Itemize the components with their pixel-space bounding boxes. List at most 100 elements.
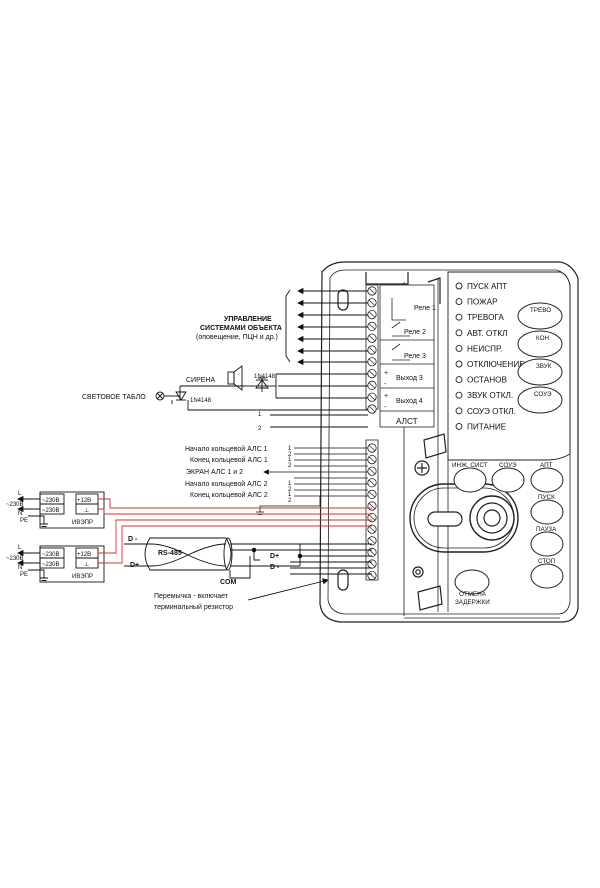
indicator-led <box>455 313 463 321</box>
side-buttons <box>517 302 563 414</box>
relay-1-label: Реле 1 <box>414 305 436 312</box>
als-label-1: Начало кольцевой АЛС 1 <box>185 445 268 453</box>
alst-label: АЛСТ <box>396 417 418 426</box>
terminal-block-lower <box>365 439 379 581</box>
button-stop[interactable] <box>530 563 564 589</box>
button-cancel-delay[interactable] <box>454 569 490 595</box>
svg-text:1: 1 <box>288 492 292 498</box>
rs485-d-plus-right: D+ <box>270 553 279 560</box>
svg-text:1: 1 <box>288 457 292 463</box>
als-label-5: Конец кольцевой АЛС 2 <box>190 491 268 499</box>
rs485-bus <box>124 537 372 601</box>
svg-text:1: 1 <box>288 481 292 487</box>
button-kon[interactable] <box>517 330 563 358</box>
als-label-4: Начало кольцевой АЛС 2 <box>185 480 268 488</box>
svg-text:1: 1 <box>288 446 292 452</box>
indicator-list: ПУСК АПТ ПОЖАР ТРЕВОГА АВТ. ОТКЛ НЕИСПР. ОТКЛ… <box>455 282 525 431</box>
btn-apt-label: АПТ <box>540 462 553 469</box>
psu-2-label-N: N <box>18 565 22 571</box>
psu-2-name: ИВЭПР <box>72 574 93 580</box>
button-pauza[interactable] <box>530 531 564 557</box>
wires-1-2 <box>270 414 368 428</box>
rs485-d-minus-left: D - <box>128 536 138 543</box>
indicator-label: ПИТАНИЕ <box>467 422 507 431</box>
output-3-minus: - <box>384 381 387 388</box>
indicator-led <box>455 391 463 399</box>
rs485-d-plus-left: D+ <box>130 562 139 569</box>
btn-pusk-label: ПУСК <box>538 494 555 501</box>
side-btn-label-1: ТРЕВО <box>530 307 551 314</box>
side-btn-label-2: КОН <box>536 335 549 342</box>
psu-1-gnd: ⊥ <box>84 507 89 514</box>
psu-1-label-L: L <box>18 491 22 497</box>
wire-2-label: 2 <box>258 426 262 432</box>
psu-1-label-PE: PE <box>20 518 28 524</box>
btn-soue-label: СОУЭ <box>499 462 517 469</box>
relay-3-label: Реле 3 <box>404 353 426 360</box>
btn-stop-label: СТОП <box>538 558 556 565</box>
button-inzh-sist[interactable] <box>453 467 487 493</box>
siren-circuit <box>155 365 368 411</box>
output-4-plus: + <box>384 393 388 400</box>
svg-text:2: 2 <box>288 463 292 469</box>
control-label-1: УПРАВЛЕНИЕ <box>224 316 272 323</box>
indicator-label: ПУСК АПТ <box>467 282 507 291</box>
control-label-2: СИСТЕМАМИ ОБЪЕКТА <box>200 325 282 332</box>
psu-2-12v: +12В <box>77 552 91 558</box>
btn-pauza-label: ПАУЗА <box>536 526 557 533</box>
indicator-label: ПОЖАР <box>467 298 498 307</box>
indicator-label: НЕИСПР. <box>467 344 502 353</box>
psu-1-label-N: N <box>18 511 22 517</box>
button-soue[interactable] <box>491 467 525 493</box>
siren-label: СИРЕНА <box>186 377 215 384</box>
side-btn-label-3: ЗВУК <box>536 363 552 370</box>
indicator-led <box>455 298 463 306</box>
rs485-com: COM <box>220 579 237 586</box>
svg-text:2: 2 <box>288 498 292 504</box>
side-btn-label-4: СОУЭ <box>534 391 552 398</box>
indicator-label: ОТКЛЮЧЕНИЕ <box>467 360 525 369</box>
indicator-label: СОУЭ ОТКЛ. <box>467 407 516 416</box>
psu-1-in: ~230В <box>6 502 24 508</box>
indicator-led <box>455 422 463 430</box>
btn-cancel-delay-label-1: ОТМЕНА <box>459 591 487 598</box>
device-housing <box>319 261 579 623</box>
btn-inzh-sist-label: ИНЖ. СИСТ <box>452 462 488 469</box>
als-label-2: Конец кольцевой АЛС 1 <box>190 456 268 464</box>
relay-2-label: Реле 2 <box>404 329 426 336</box>
indicator-led <box>455 407 463 415</box>
output-3-plus: + <box>384 370 388 377</box>
indicator-led <box>455 360 463 368</box>
relay-panel <box>380 298 434 412</box>
als-pin-numbers: 1 2 1 2 1 2 1 2 <box>288 446 292 504</box>
button-pusk[interactable] <box>530 499 564 525</box>
psu-1-230-b: ~230В <box>42 508 60 514</box>
button-soue-side[interactable] <box>517 386 563 414</box>
indicator-label: ТРЕВОГА <box>467 313 504 322</box>
jumper-label-2: терминальный резистор <box>154 603 233 611</box>
control-label-3: (оповещение, ПЦН и др.) <box>196 334 278 341</box>
button-zvuk[interactable] <box>517 358 563 386</box>
button-trevoga[interactable] <box>517 302 563 330</box>
control-wires <box>285 287 368 366</box>
psu-1-230-a: ~230В <box>42 498 60 504</box>
als-wires <box>256 447 368 515</box>
psu-2-label-PE: PE <box>20 572 28 578</box>
rs485-d-minus-right: D - <box>270 564 280 571</box>
als-label-3: ЭКРАН АЛС 1 и 2 <box>186 469 243 476</box>
bottom-buttons <box>453 467 564 595</box>
indicator-label: ЗВУК ОТКЛ. <box>467 391 513 400</box>
psu-2 <box>17 545 105 583</box>
indicator-label: АВТ. ОТКЛ <box>467 329 508 338</box>
psu-1-name: ИВЭПР <box>72 520 93 526</box>
svg-text:2: 2 <box>288 487 292 493</box>
output-3-label: Выход 3 <box>396 375 423 382</box>
psu-2-gnd: ⊥ <box>84 561 89 568</box>
indicator-led <box>455 376 463 384</box>
indicator-led <box>455 344 463 352</box>
button-apt[interactable] <box>530 467 564 493</box>
indicator-led <box>455 329 463 337</box>
output-4-label: Выход 4 <box>396 398 423 405</box>
diode-label-1: 1N4148 <box>254 374 276 380</box>
